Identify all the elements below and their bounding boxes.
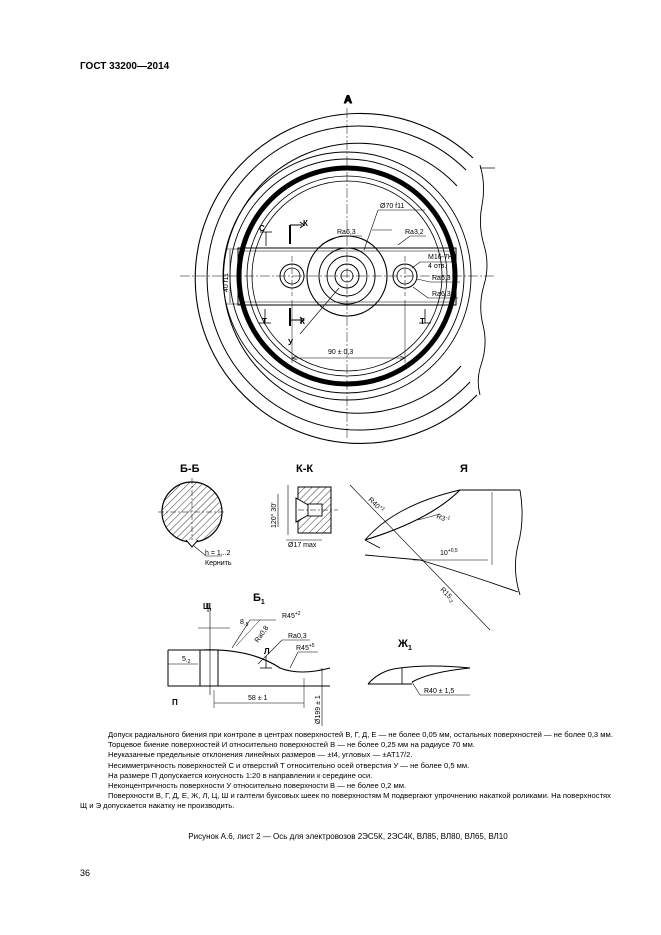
rough-2: Ra6,3	[432, 275, 451, 282]
detail-b1-r45b: R45+5	[296, 643, 315, 652]
section-bb-label: Б-Б	[180, 463, 200, 475]
detail-b1-side: 8-5	[240, 619, 249, 628]
detail-b1-mark-p: П	[172, 698, 178, 707]
detail-b1-label: Б1	[253, 592, 265, 606]
dim-bore: Ø70 f11	[380, 203, 404, 210]
note-7: Поверхности В, Г, Д, Е, Ж, Л, Ц, Ш и гал…	[80, 791, 611, 811]
detail-ya: Я	[349, 463, 523, 631]
page-number: 36	[80, 868, 91, 878]
section-kk-label: К-К	[296, 463, 313, 475]
mark-t-left: Т	[262, 317, 267, 326]
detail-b1-ra1: Ra0,8	[254, 625, 271, 644]
detail-b1	[167, 603, 331, 726]
dim-slot: 40 f11	[223, 273, 230, 292]
section-bb: Б-Б	[158, 463, 226, 557]
detail-b1-chamfer: 5-2	[182, 656, 191, 665]
figure-caption: Рисунок А.6, лист 2 — Ось для электровоз…	[188, 832, 508, 841]
dim-holes-count: 4 отв.	[428, 263, 447, 270]
rough-3: Ra6,3	[432, 291, 451, 298]
mark-u: У	[288, 338, 294, 347]
mark-k-top: К	[303, 219, 308, 228]
detail-b1-mark-sh: Щ	[203, 602, 212, 611]
mark-k-bottom: К	[300, 317, 305, 326]
mark-s: С	[259, 224, 265, 233]
detail-ya-r2: R3-1	[435, 511, 451, 524]
rough-1: Ra6,3	[337, 229, 356, 236]
section-bb-depth: h = 1...2	[205, 550, 231, 557]
section-bb-kern: Кернить	[205, 560, 232, 567]
technical-notes: Допуск радиального биения при контроле в…	[80, 730, 616, 812]
note-2: Торцевое биение поверхностей И относител…	[108, 740, 475, 750]
section-kk-diam: Ø17 max	[288, 542, 317, 549]
detail-b1-r45a: R45+2	[282, 611, 301, 620]
dim-holes-span: 90 ± 0,3	[328, 349, 353, 356]
detail-b1-len: 58 ± 1	[248, 695, 268, 702]
note-5: На размере П допускается конусность 1:20…	[108, 770, 373, 780]
note-6: Неконцентричность поверхности У относите…	[108, 781, 407, 791]
detail-zh1-r: R40 ± 1,5	[424, 688, 454, 695]
note-1: Допуск радиального биения при контроле в…	[108, 730, 613, 739]
main-view: А	[180, 94, 495, 444]
detail-zh1-label: Ж1	[397, 638, 412, 652]
section-kk: К-К	[277, 463, 338, 541]
section-kk-angle: 120° 30'	[270, 502, 278, 528]
note-3: Неуказанные предельные отклонения линейн…	[108, 750, 413, 760]
detail-ya-r3: R15-2	[437, 586, 456, 605]
detail-b1-ra2: Ra0,3	[288, 633, 307, 640]
view-label-a: А	[344, 94, 352, 106]
rough-4: Ra3,2	[405, 229, 424, 236]
detail-ya-label: Я	[460, 463, 468, 475]
detail-b1-diam: Ø199 ± 1	[315, 695, 322, 724]
document-header: ГОСТ 33200—2014	[80, 61, 170, 72]
mark-t-right: Т	[420, 317, 425, 326]
dim-thread: M16-7H	[428, 254, 453, 261]
detail-b1-mark-l: Л	[264, 647, 270, 656]
detail-ya-dim: 10+0,5	[440, 548, 458, 557]
detail-zh1	[367, 665, 471, 696]
note-4: Несимметричность поверхностей С и отверс…	[108, 760, 470, 770]
